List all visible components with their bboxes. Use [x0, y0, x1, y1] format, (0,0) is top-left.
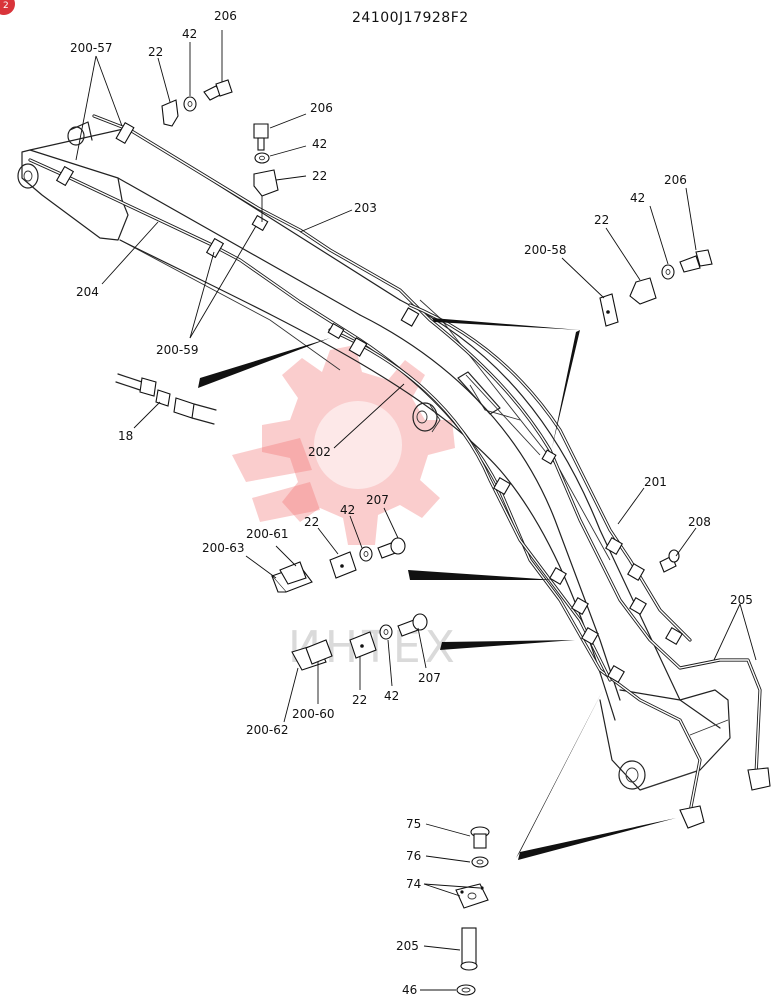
drawing-number: 24100J17928F2	[352, 10, 469, 26]
washer-42-center-upper	[359, 546, 373, 562]
label-202: 202	[308, 445, 331, 459]
label-204: 204	[76, 285, 99, 299]
bolt-75	[470, 826, 490, 849]
clamp-22-top	[161, 99, 179, 127]
label-205-upper: 205	[730, 593, 753, 607]
label-200-62: 200-62	[246, 723, 289, 737]
label-74: 74	[406, 877, 421, 891]
watermark-gear-logo	[232, 345, 455, 545]
svg-text:2: 2	[3, 1, 9, 11]
clamp-22-center-lower	[349, 631, 377, 659]
label-207-lower: 207	[418, 671, 441, 685]
label-200-61: 200-61	[246, 527, 289, 541]
pipe-clamps	[55, 121, 683, 683]
label-208: 208	[688, 515, 711, 529]
label-42-top: 42	[182, 27, 197, 41]
label-22-center-upper: 22	[304, 515, 319, 529]
washer-42-top	[183, 96, 197, 112]
label-75: 75	[406, 817, 421, 831]
pipe-end-205	[460, 927, 478, 971]
bolt-206-mid	[253, 123, 269, 151]
washer-42-right	[661, 264, 675, 280]
label-200-58: 200-58	[524, 243, 567, 257]
clamp-22-center-upper	[329, 551, 357, 579]
bolt-207-upper	[377, 537, 406, 559]
arm-body	[17, 121, 731, 791]
bolt-206-right	[679, 249, 713, 273]
label-42-mid: 42	[312, 137, 327, 151]
label-200-59: 200-59	[156, 343, 199, 357]
leader-lines	[75, 30, 757, 991]
pipe-end-flange-right	[747, 767, 771, 791]
bracket-200-61	[279, 561, 307, 585]
o-ring-46	[456, 984, 476, 996]
pipe-201	[408, 303, 692, 642]
washer-42-mid	[254, 152, 270, 164]
washer-42-center-lower	[379, 624, 393, 640]
label-76: 76	[406, 849, 421, 863]
clamp-22-mid	[253, 169, 279, 197]
label-22-mid: 22	[312, 169, 327, 183]
bolt-206-top	[203, 79, 233, 101]
label-200-63: 200-63	[202, 541, 245, 555]
label-22-top: 22	[148, 45, 163, 59]
label-22-center-lower: 22	[352, 693, 367, 707]
pipe-end-flange-left	[679, 805, 705, 829]
corner-badge: 2	[0, 0, 15, 15]
label-42-center-lower: 42	[384, 689, 399, 703]
bracket-200-58	[599, 293, 619, 327]
label-42-center-upper: 42	[340, 503, 355, 517]
label-200-60: 200-60	[292, 707, 335, 721]
label-206-right: 206	[664, 173, 687, 187]
label-201: 201	[644, 475, 667, 489]
label-206-top: 206	[214, 9, 237, 23]
label-207-upper: 207	[366, 493, 389, 507]
bracket-200-60	[305, 639, 333, 665]
flange-74	[455, 883, 489, 909]
label-18: 18	[118, 429, 133, 443]
label-200-57: 200-57	[70, 41, 113, 55]
bolt-208	[659, 549, 680, 573]
part-labels: 206 42 22 200-57 206 42 22 203 204 200-5…	[70, 9, 753, 997]
washer-76	[471, 856, 489, 868]
label-205-lower: 205	[396, 939, 419, 953]
label-206-mid: 206	[310, 101, 333, 115]
label-22-right: 22	[594, 213, 609, 227]
label-46: 46	[402, 983, 417, 997]
label-203: 203	[354, 201, 377, 215]
clamp-22-right	[629, 277, 657, 305]
callout-arrows	[198, 318, 676, 860]
pipe-203	[92, 114, 762, 777]
label-42-right: 42	[630, 191, 645, 205]
